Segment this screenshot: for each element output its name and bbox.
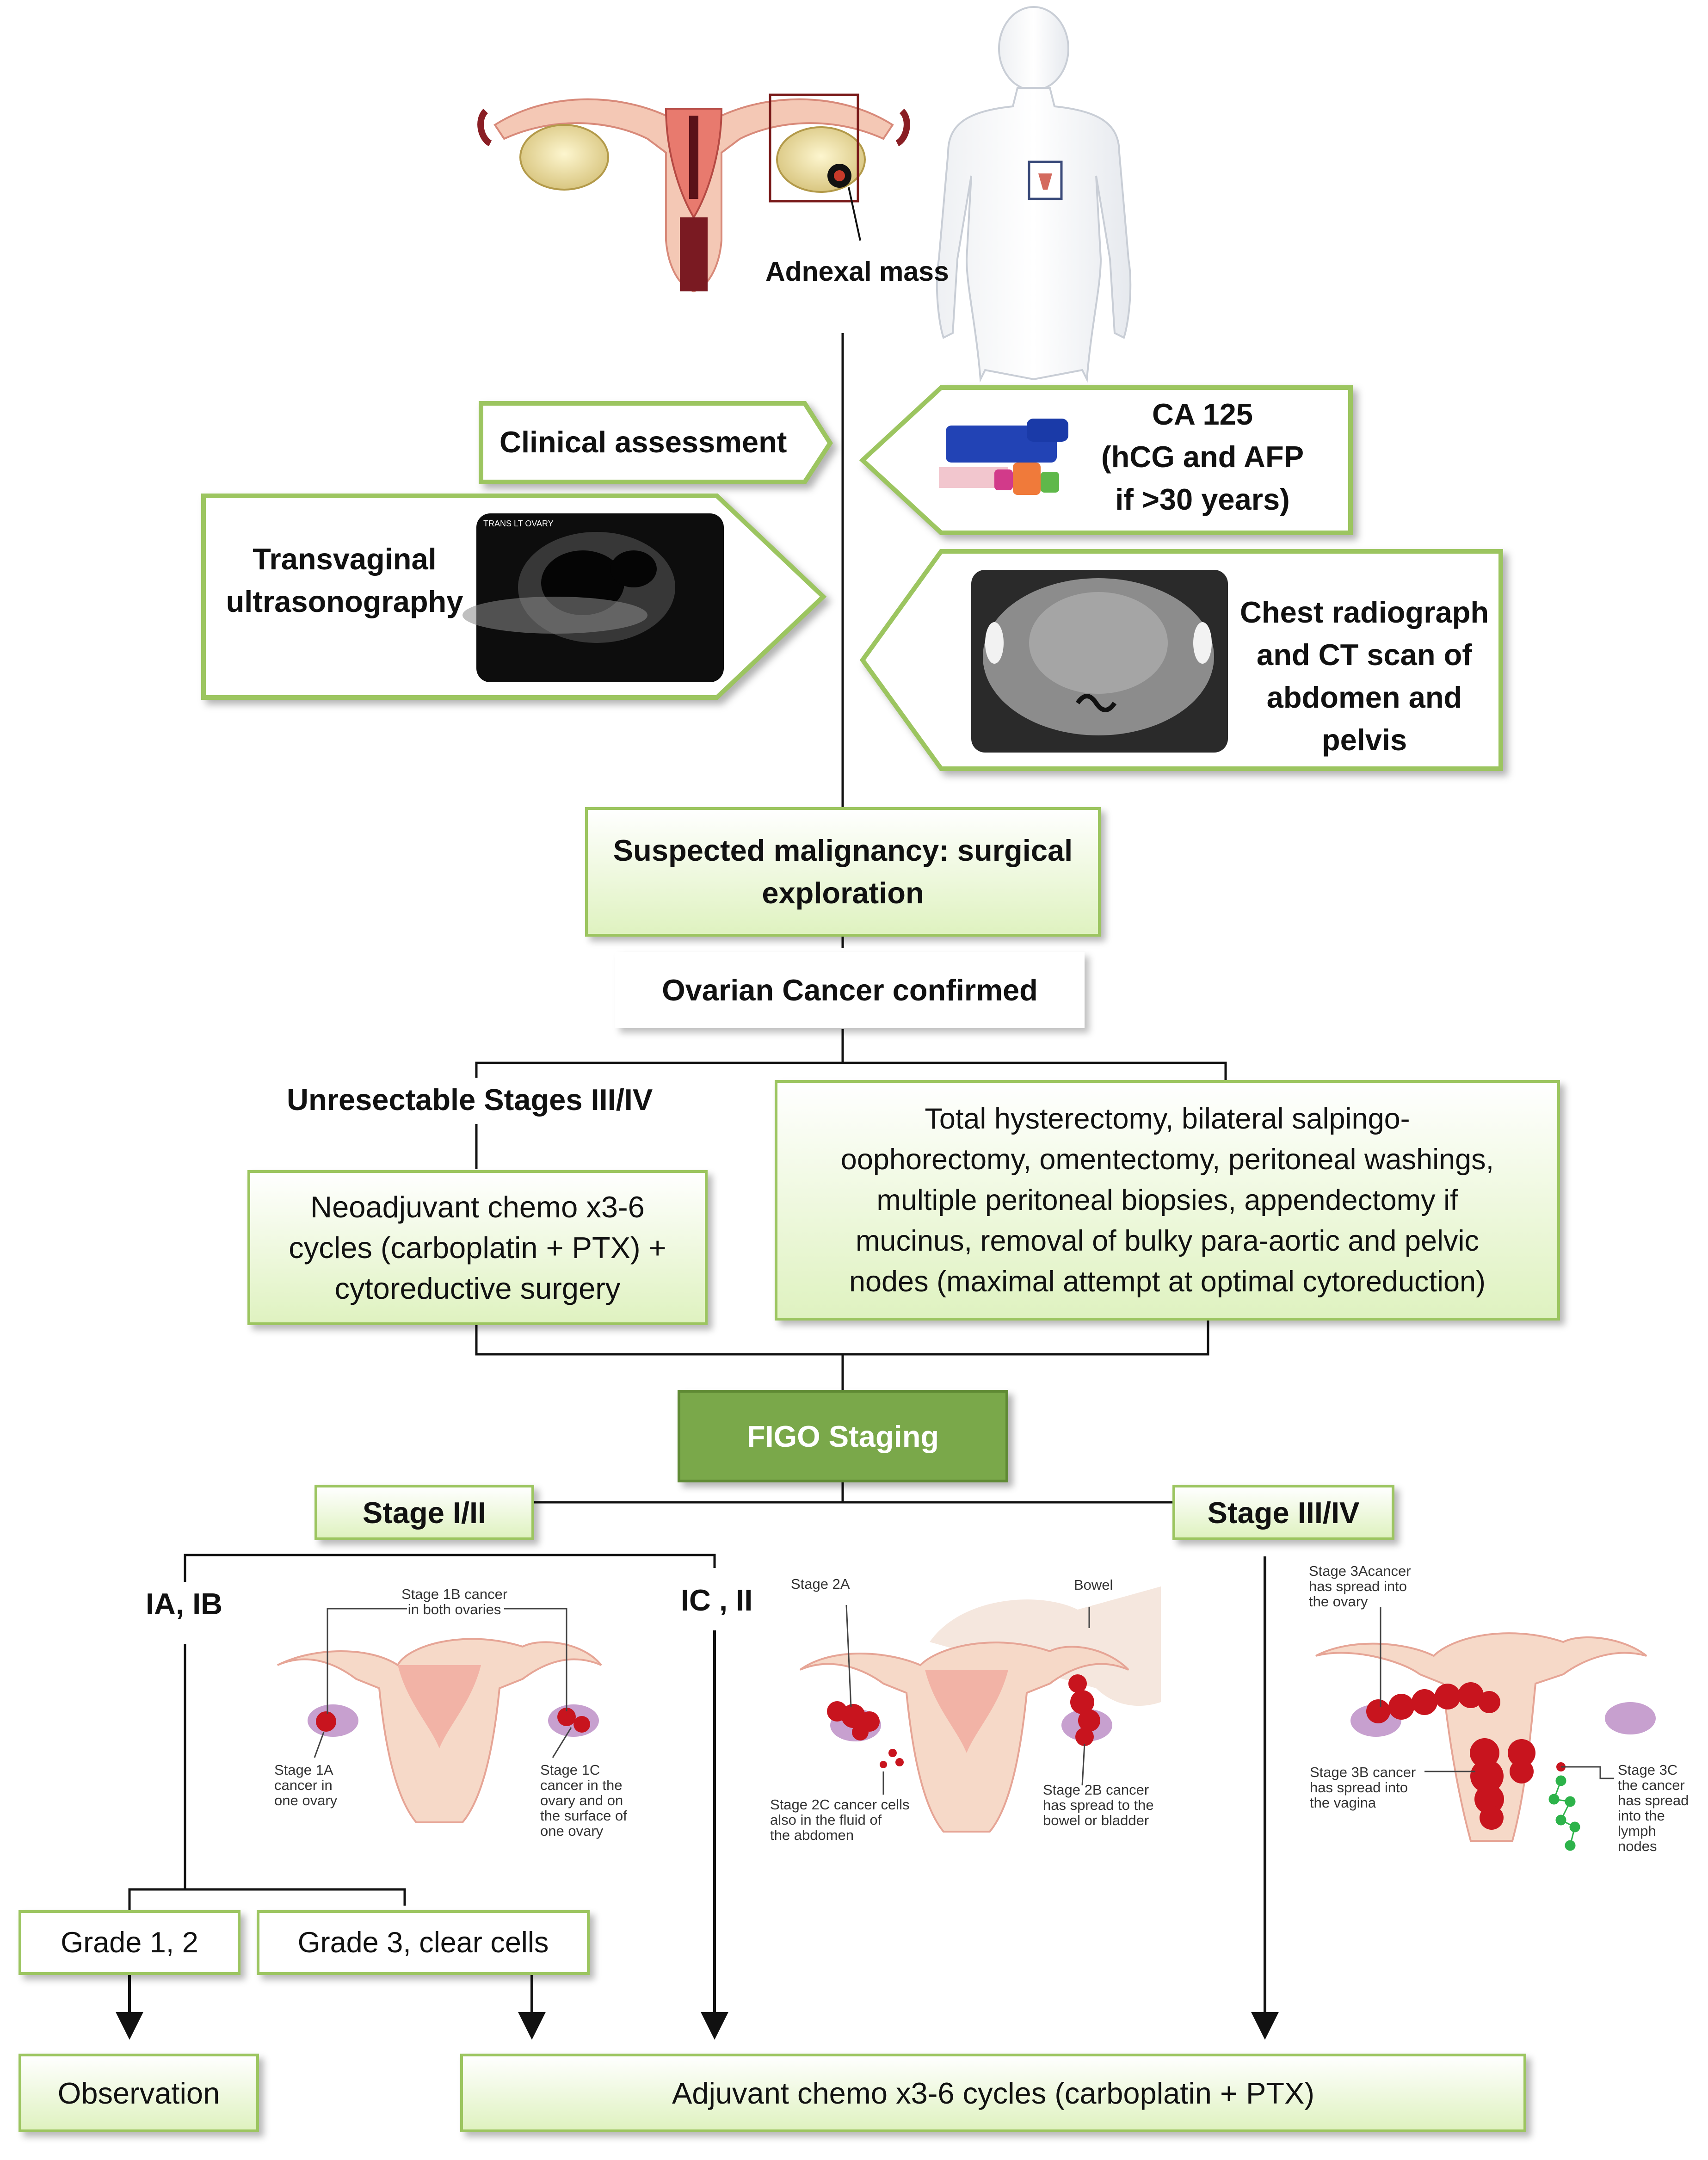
clinical-chevron	[479, 401, 833, 484]
stage-1b-label: Stage 1B cancer in both ovaries	[401, 1586, 508, 1617]
ultrasound-image	[462, 513, 724, 682]
ca125-label: CA 125 (hCG and AFP if >30 years)	[1096, 393, 1309, 521]
stage-1-2-box: Stage I/II	[314, 1485, 534, 1540]
tvus-line-1: Transvaginal	[253, 542, 437, 576]
us-caption: TRANS LT OVARY	[483, 519, 554, 528]
ct-line-2: and CT scan of	[1257, 638, 1472, 672]
grade-3-box: Grade 3, clear cells	[257, 1910, 590, 1975]
stage-3-4-box: Stage III/IV	[1172, 1485, 1394, 1540]
stage-2b-label: Stage 2B cancer has spread to the bowel …	[1043, 1782, 1154, 1828]
suspected-malignancy-box: Suspected malignancy: surgical explorati…	[585, 807, 1101, 937]
stage-3c-label: Stage 3C the cancer has spread into the …	[1618, 1762, 1689, 1854]
ia-ib-label: IA, IB	[146, 1587, 223, 1621]
grade-1-2-box: Grade 1, 2	[18, 1910, 240, 1975]
arrows	[116, 1556, 1279, 2040]
figo-staging-box: FIGO Staging	[678, 1390, 1008, 1482]
surg-line-5: nodes (maximal attempt at optimal cytore…	[849, 1265, 1486, 1298]
adjuvant-chemo-box: Adjuvant chemo x3-6 cycles (carboplatin …	[460, 2054, 1526, 2132]
ct-label: Chest radiograph and CT scan of abdomen …	[1230, 591, 1498, 761]
stage3-illustration	[1315, 1607, 1656, 1851]
clinical-assessment-label: Clinical assessment	[499, 425, 787, 459]
surg-line-2: oophorectomy, omentectomy, peritoneal wa…	[840, 1143, 1494, 1176]
stage-2c-label: Stage 2C cancer cells also in the fluid …	[770, 1796, 910, 1843]
neo-line-3: cytoreductive surgery	[334, 1271, 621, 1305]
stage-1c-label: Stage 1C cancer in the ovary and on the …	[540, 1762, 627, 1839]
ca125-chevron	[859, 385, 1353, 535]
ca125-line-1: CA 125	[1152, 397, 1253, 431]
ct-line-3: abdomen and	[1266, 680, 1462, 714]
adnexal-mass-label: Adnexal mass	[765, 256, 949, 287]
stage-3a-label: Stage 3Acancer has spread into the ovary	[1309, 1563, 1411, 1610]
stage-3b-label: Stage 3B cancer has spread into the vagi…	[1310, 1764, 1416, 1811]
suspected-line-2: exploration	[762, 876, 924, 910]
ca125-line-2: (hCG and AFP	[1101, 440, 1304, 474]
split-connector	[128, 1029, 1227, 1910]
neo-line-2: cycles (carboplatin + PTX) +	[289, 1230, 666, 1265]
unresectable-label: Unresectable Stages III/IV	[287, 1083, 653, 1117]
ct-scan-image	[971, 570, 1228, 753]
stage1-illustration	[277, 1608, 602, 1823]
blood-tubes-image	[939, 419, 1068, 495]
tvus-line-2: ultrasonography	[226, 585, 463, 618]
surg-line-4: mucinus, removal of bulky para-aortic an…	[855, 1225, 1480, 1257]
surg-line-1: Total hysterectomy, bilateral salpingo-	[925, 1103, 1410, 1135]
ct-line-1: Chest radiograph	[1239, 595, 1489, 629]
ovarian-cancer-confirmed: Ovarian Cancer confirmed	[615, 952, 1085, 1028]
female-silhouette	[936, 6, 1132, 383]
surgery-box: Total hysterectomy, bilateral salpingo- …	[775, 1080, 1560, 1321]
ca125-line-3: if >30 years)	[1115, 482, 1290, 516]
ct-line-4: pelvis	[1321, 723, 1407, 757]
observation-box: Observation	[18, 2054, 259, 2132]
ic-ii-label: IC , II	[681, 1583, 753, 1617]
surg-line-3: multiple peritoneal biopsies, appendecto…	[876, 1184, 1458, 1216]
stage-1a-label: Stage 1A cancer in one ovary	[274, 1762, 338, 1808]
uterus-illustration-top	[477, 93, 910, 293]
suspected-line-1: Suspected malignancy: surgical	[613, 833, 1073, 867]
neoadjuvant-box: Neoadjuvant chemo x3-6 cycles (carboplat…	[247, 1170, 708, 1325]
stage-2a-label: Stage 2A	[791, 1576, 850, 1592]
tvus-label: Transvaginal ultrasonography	[222, 538, 467, 623]
neo-line-1: Neoadjuvant chemo x3-6	[310, 1190, 645, 1224]
bowel-label: Bowel	[1074, 1577, 1113, 1593]
stage2-illustration	[799, 1586, 1161, 1833]
